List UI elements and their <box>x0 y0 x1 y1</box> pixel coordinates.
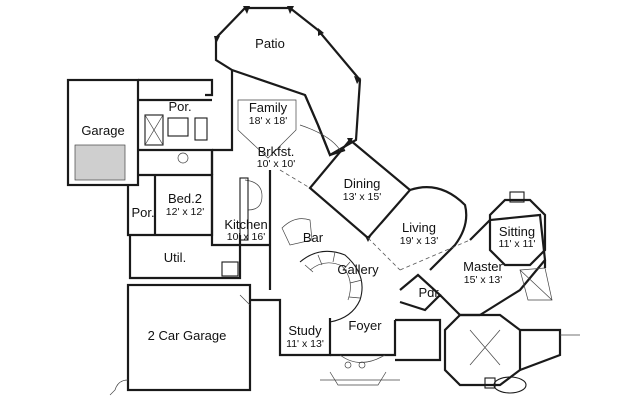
dim-sitting: 11' x 11' <box>499 238 536 250</box>
two-car-garage-outline <box>126 283 252 392</box>
label-two-car-garage: 2 Car Garage <box>148 328 227 343</box>
sitting-outline <box>488 198 547 267</box>
label-foyer: Foyer <box>348 318 382 333</box>
patio-outline <box>214 6 362 157</box>
label-gallery: Gallery <box>337 262 379 277</box>
walls <box>66 6 580 396</box>
dim-family: 18' x 18' <box>249 115 287 127</box>
label-kitchen: Kitchen <box>224 217 267 232</box>
label-dining: Dining <box>344 176 381 191</box>
label-sitting: Sitting <box>499 224 535 239</box>
dim-dining: 13' x 15' <box>343 191 381 203</box>
label-patio: Patio <box>255 36 285 51</box>
dim-master: 15' x 13' <box>464 274 502 286</box>
family-ceiling-outline <box>237 99 297 159</box>
label-pdr: Pdr. <box>418 285 441 300</box>
label-brkfst: Brkfst. <box>258 144 295 159</box>
label-family: Family <box>249 100 288 115</box>
small-garage-outline <box>66 78 140 187</box>
label-util: Util. <box>164 250 186 265</box>
dim-brkfst: 10' x 10' <box>257 158 295 170</box>
dim-study: 11' x 13' <box>286 338 324 350</box>
label-bar: Bar <box>303 230 324 245</box>
label-porch-side: Por. <box>131 205 154 220</box>
room-labels: Patio Family 18' x 18' Brkfst. 10' x 10'… <box>81 36 535 350</box>
label-master: Master <box>463 259 503 274</box>
label-porch-top: Por. <box>168 99 191 114</box>
dim-living: 19' x 13' <box>400 235 438 247</box>
label-living: Living <box>402 220 436 235</box>
dim-kitchen: 10' x 16' <box>227 231 265 243</box>
label-study: Study <box>288 323 322 338</box>
label-bed2: Bed.2 <box>168 191 202 206</box>
label-small-garage: Garage <box>81 123 124 138</box>
dim-bed2: 12' x 12' <box>166 206 204 218</box>
